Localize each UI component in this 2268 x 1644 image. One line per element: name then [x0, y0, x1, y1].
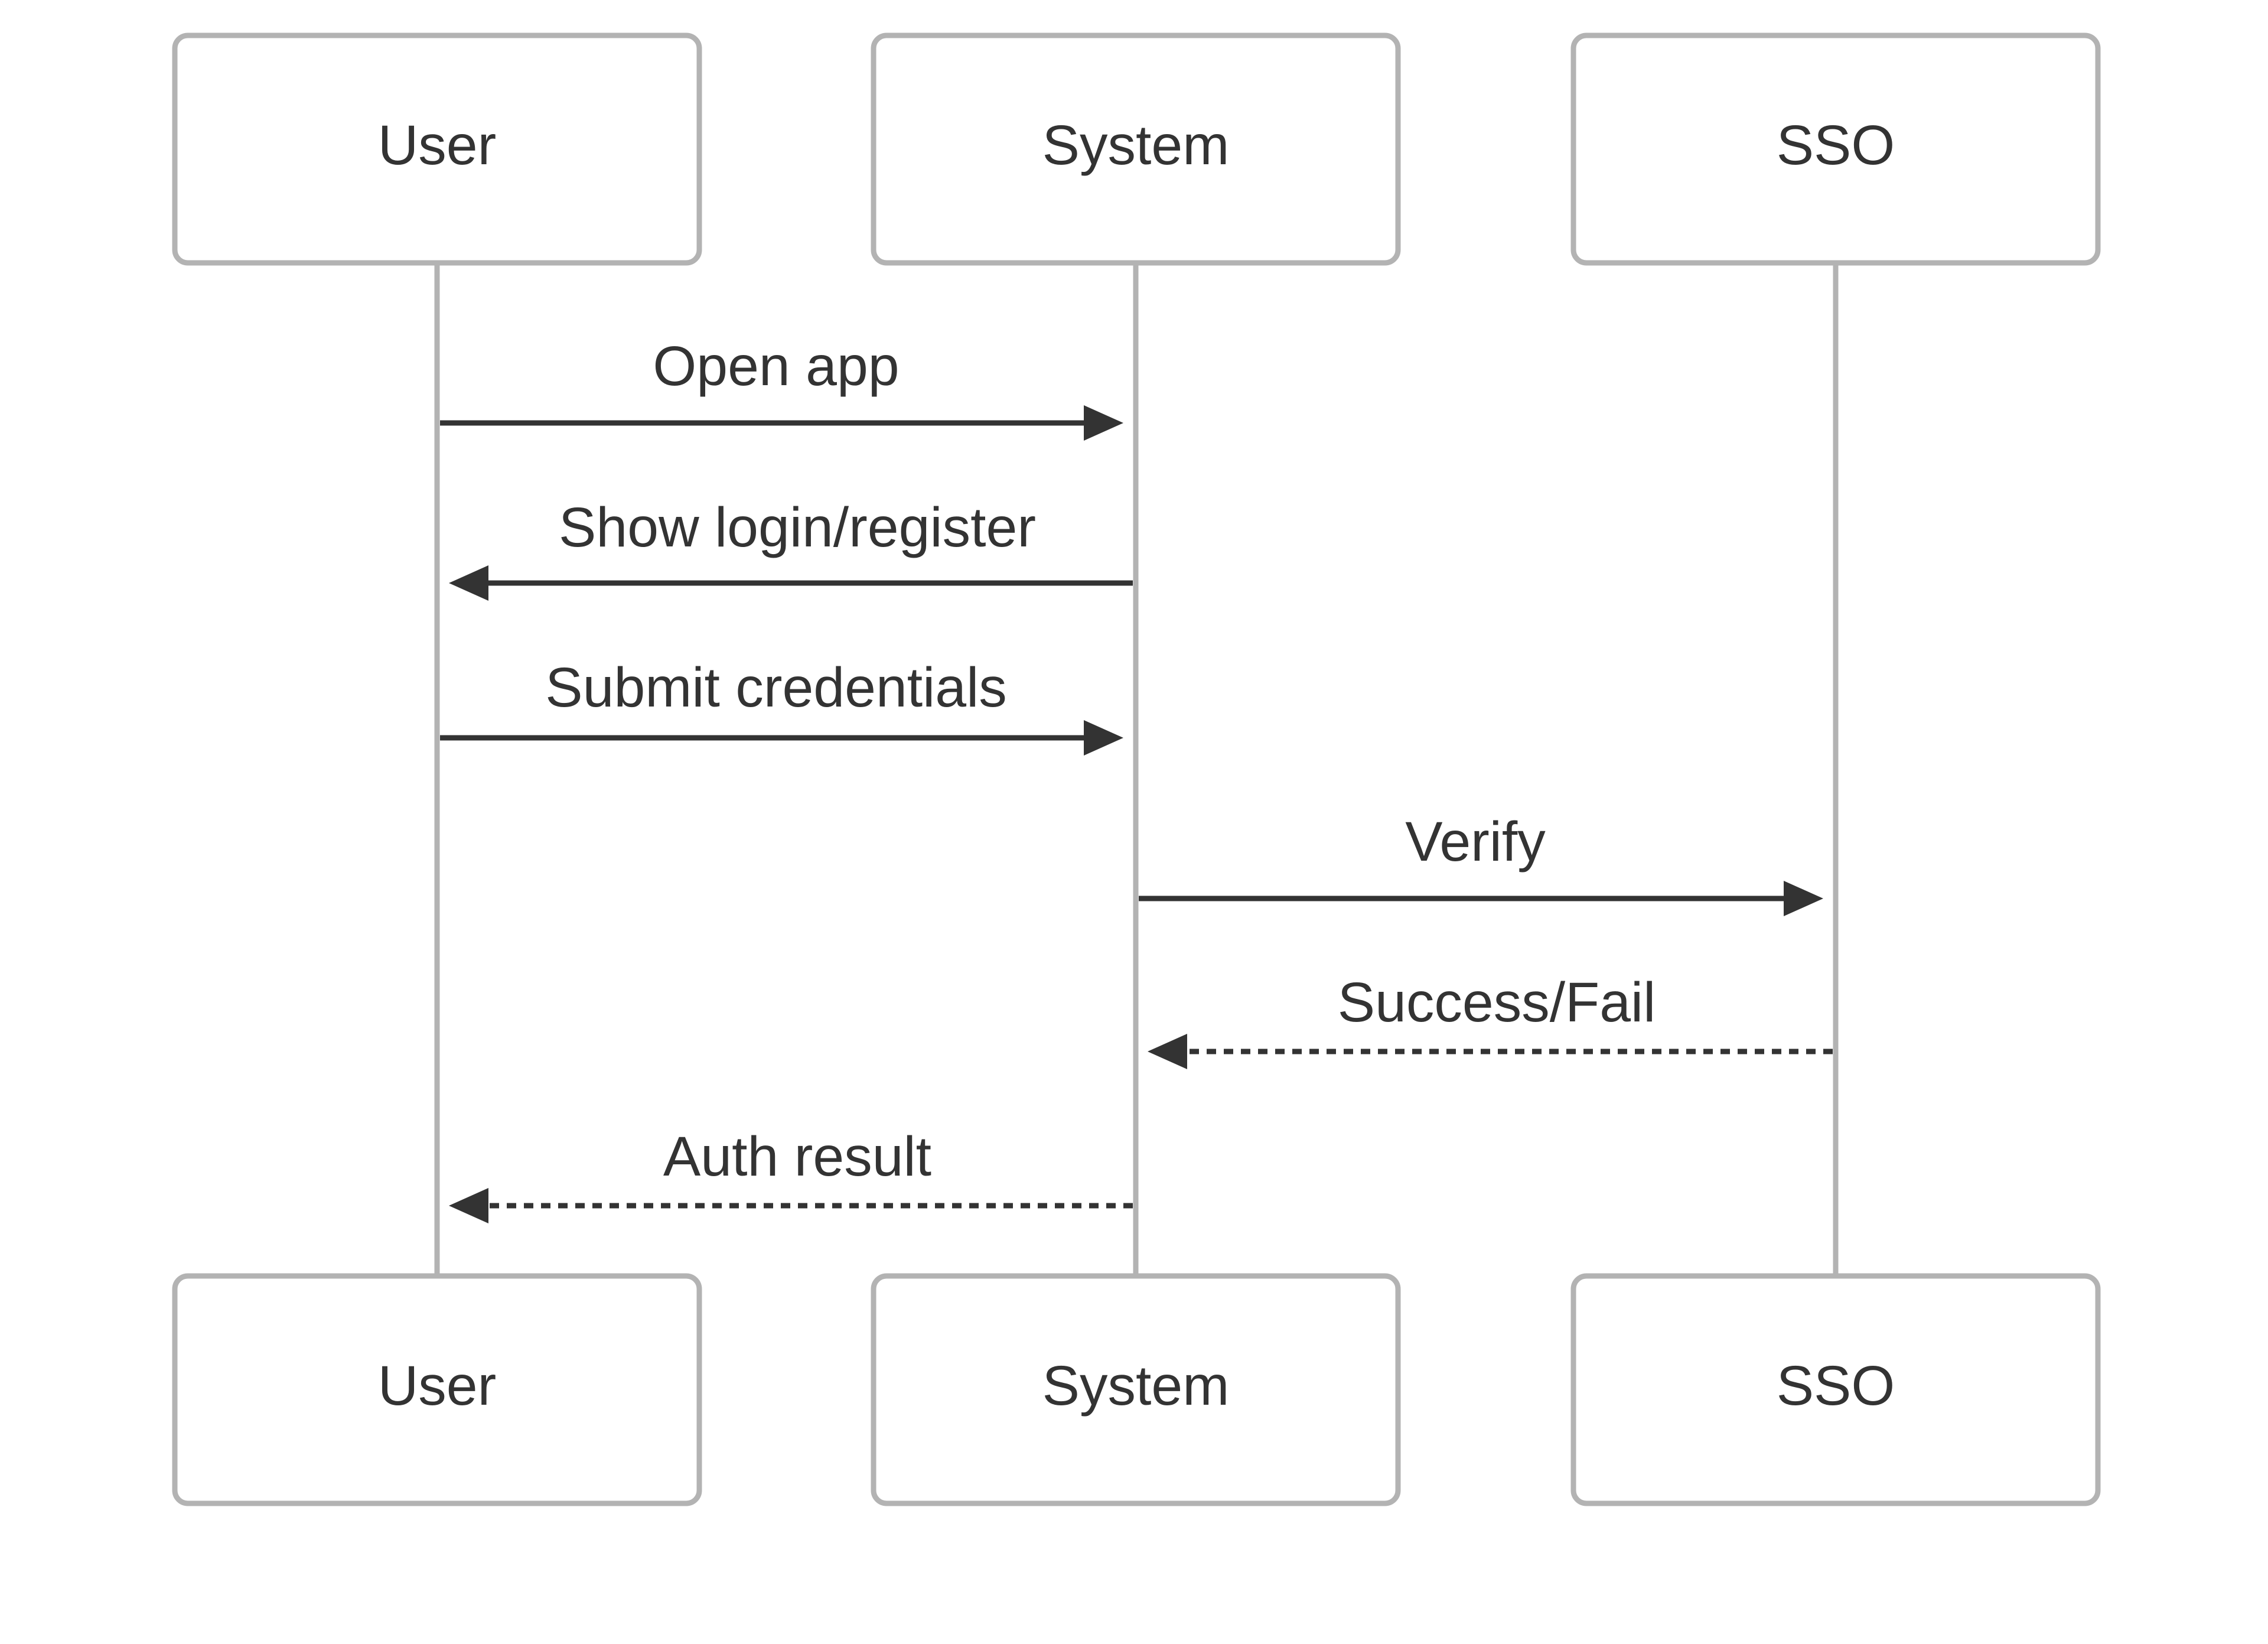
- arrowhead-left-icon: [1148, 1034, 1187, 1069]
- participant-label: User: [378, 114, 497, 177]
- message-label: Verify: [1405, 810, 1546, 873]
- participant-top-system: System: [871, 32, 1401, 266]
- message-success-fail: Success/Fail: [1148, 971, 1833, 1069]
- participant-label: User: [378, 1355, 497, 1417]
- message-label: Success/Fail: [1338, 971, 1656, 1034]
- arrowhead-left-icon: [449, 1188, 488, 1223]
- participant-label: SSO: [1777, 1355, 1895, 1417]
- participant-label: System: [1042, 114, 1230, 177]
- message-verify: Verify: [1139, 810, 1823, 916]
- message-show-login-register: Show login/register: [449, 496, 1133, 601]
- message-submit-credentials: Submit credentials: [440, 656, 1123, 756]
- message-label: Open app: [653, 335, 899, 398]
- arrowhead-right-icon: [1784, 881, 1823, 916]
- participant-label: System: [1042, 1355, 1230, 1417]
- message-open-app: Open app: [440, 335, 1123, 441]
- message-auth-result: Auth result: [449, 1125, 1133, 1223]
- message-label: Auth result: [663, 1125, 931, 1188]
- message-label: Show login/register: [559, 496, 1036, 559]
- participant-bottom-sso: SSO: [1570, 1273, 2101, 1506]
- arrowhead-right-icon: [1084, 405, 1123, 441]
- arrowhead-left-icon: [449, 565, 488, 601]
- participant-label: SSO: [1777, 114, 1895, 177]
- message-label: Submit credentials: [545, 656, 1006, 719]
- participant-top-sso: SSO: [1570, 32, 2101, 266]
- participant-top-user: User: [172, 32, 702, 266]
- participant-bottom-system: System: [871, 1273, 1401, 1506]
- arrowhead-right-icon: [1084, 720, 1123, 756]
- participant-bottom-user: User: [172, 1273, 702, 1506]
